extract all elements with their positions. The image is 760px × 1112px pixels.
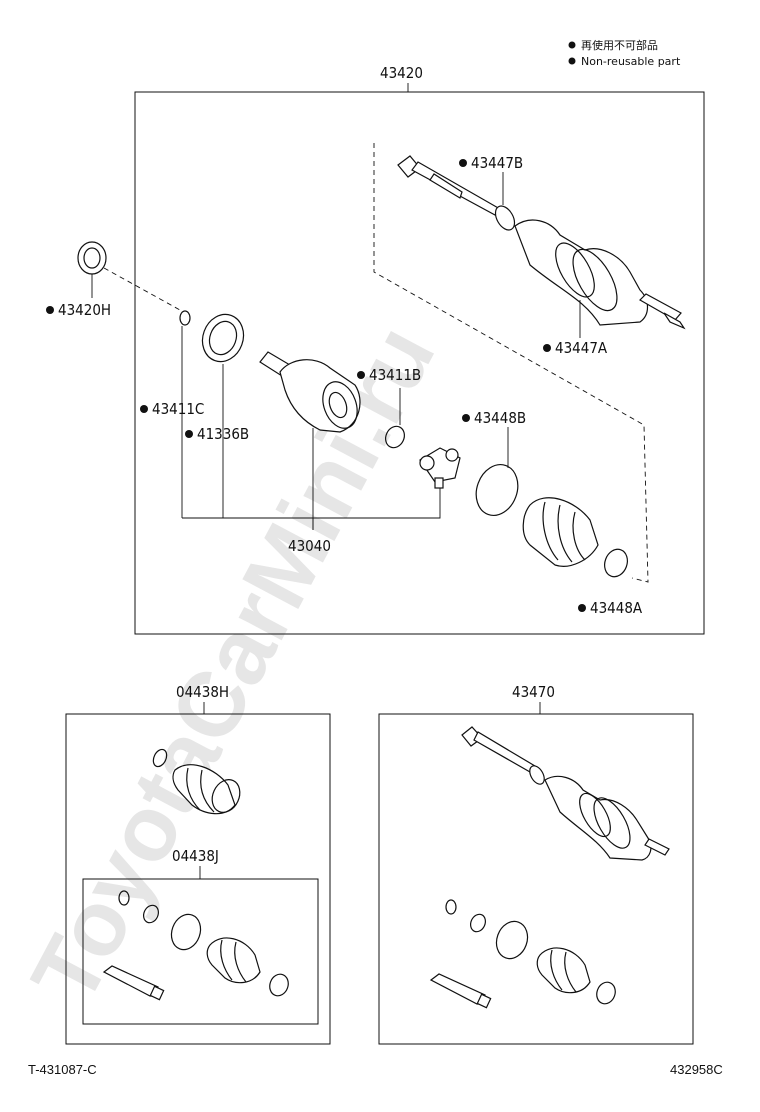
inboard-joint-tulip[interactable]	[259, 351, 363, 433]
boot-clamp-large[interactable]	[469, 459, 524, 522]
kit-drive-shaft[interactable]	[461, 726, 670, 861]
boot-clamp-small[interactable]	[601, 546, 631, 580]
non-reusable-bullet-icon	[568, 57, 576, 65]
footer-right-code: 432958C	[670, 1062, 723, 1077]
kit-shaft-small-parts[interactable]	[429, 899, 618, 1009]
watermark: ToyotaCarMini.ru	[13, 310, 455, 1020]
label-43411B[interactable]: 43411B	[369, 366, 421, 384]
label-43447B[interactable]: 43447B	[471, 154, 523, 172]
label-43448A[interactable]: 43448A	[590, 599, 643, 617]
outer-shaft-kit: 43470	[378, 683, 694, 1045]
label-43040[interactable]: 43040	[288, 537, 331, 555]
outer-drive-shaft[interactable]	[397, 155, 686, 330]
boot-kit-inner-title[interactable]: 04438J	[172, 847, 219, 865]
boot-kit: 04438H 04438J	[65, 683, 331, 1045]
legend-item-jp: 再使用不可部品	[581, 38, 658, 52]
seal-ring[interactable]	[196, 309, 250, 368]
legend: 再使用不可部品 Non-reusable part	[568, 38, 681, 68]
boot-kit-title[interactable]: 04438H	[176, 683, 229, 701]
boot-kit-inner-frame	[82, 878, 319, 1025]
legend-item-en: Non-reusable part	[581, 55, 681, 68]
label-43448B[interactable]: 43448B	[474, 409, 526, 427]
inboard-boot[interactable]	[522, 497, 599, 567]
main-assembly-title[interactable]: 43420	[380, 64, 423, 82]
label-43447A[interactable]: 43447A	[555, 339, 608, 357]
label-43411C[interactable]: 43411C	[152, 400, 204, 418]
outer-shaft-kit-title[interactable]: 43470	[512, 683, 555, 701]
non-reusable-bullet-icon	[568, 41, 576, 49]
label-43420H[interactable]: 43420H	[58, 301, 111, 319]
snap-ring[interactable]	[382, 423, 408, 451]
dust-deflector[interactable]	[77, 241, 107, 275]
label-41336B[interactable]: 41336B	[197, 425, 249, 443]
kit-outer-boot[interactable]	[151, 747, 245, 817]
kit-inner-parts[interactable]	[102, 890, 291, 1001]
tripod-spider[interactable]	[419, 447, 461, 489]
footer-left-code: T-431087-C	[28, 1062, 97, 1077]
outer-shaft-kit-frame	[378, 713, 694, 1045]
main-assembly-frame	[134, 91, 705, 635]
boot-kit-frame	[65, 713, 331, 1045]
snap-ring-small[interactable]	[179, 310, 191, 326]
main-assembly: 43420 43447B 43447A 434	[46, 64, 705, 635]
